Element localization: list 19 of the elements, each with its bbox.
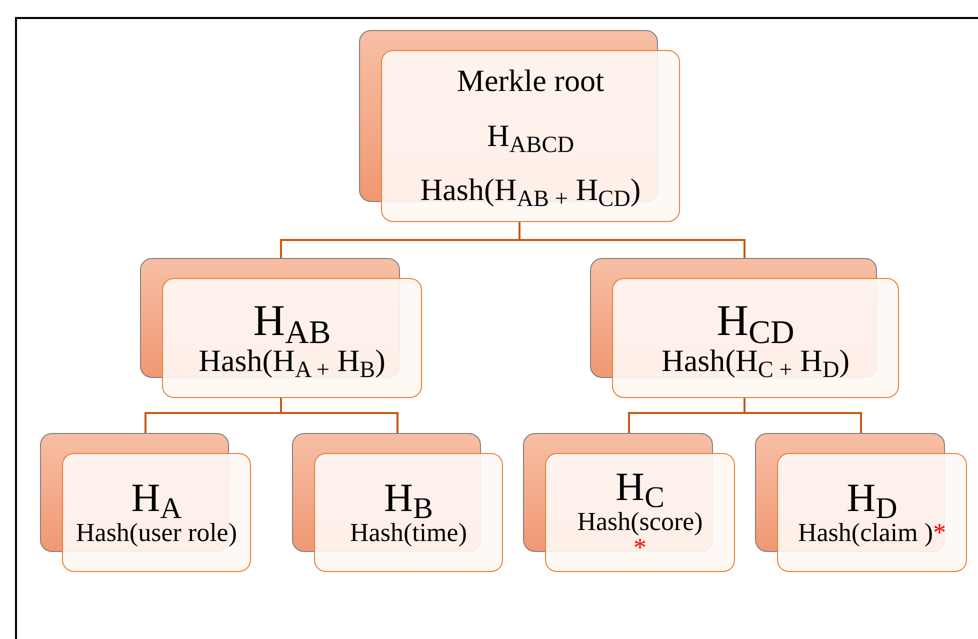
- hash-formula: Hash(claim )*: [798, 518, 946, 548]
- connector-line: [518, 222, 746, 258]
- hash-formula: Hash(H$_{AB +}$ H$_{CD}$): [420, 171, 641, 214]
- connector-line: [280, 398, 398, 433]
- connector-line: [744, 398, 862, 433]
- hash-formula: H$_{ABCD}$: [487, 116, 574, 160]
- hash-label: H$_{D}$: [846, 478, 898, 518]
- hash-formula: Hash(score): [577, 506, 703, 536]
- hash-formula: Hash(H$_{A +}$ H$_{B}$): [198, 344, 386, 378]
- hash-formula: Hash(user role): [76, 518, 237, 548]
- hash-label: H$_{C}$: [616, 466, 664, 506]
- hash-label: Merkle root: [456, 62, 604, 100]
- asterisk-mark: *: [634, 536, 646, 558]
- hash-label: H$_{AB}$: [253, 298, 331, 344]
- hash-formula: Hash(time): [350, 518, 467, 548]
- hash-formula: Hash(H$_{C +}$ H$_{D}$): [661, 344, 850, 378]
- hash-label: H$_{A}$: [131, 478, 182, 518]
- hash-label: H$_{CD}$: [716, 298, 794, 344]
- hash-label: H$_{B}$: [384, 478, 433, 518]
